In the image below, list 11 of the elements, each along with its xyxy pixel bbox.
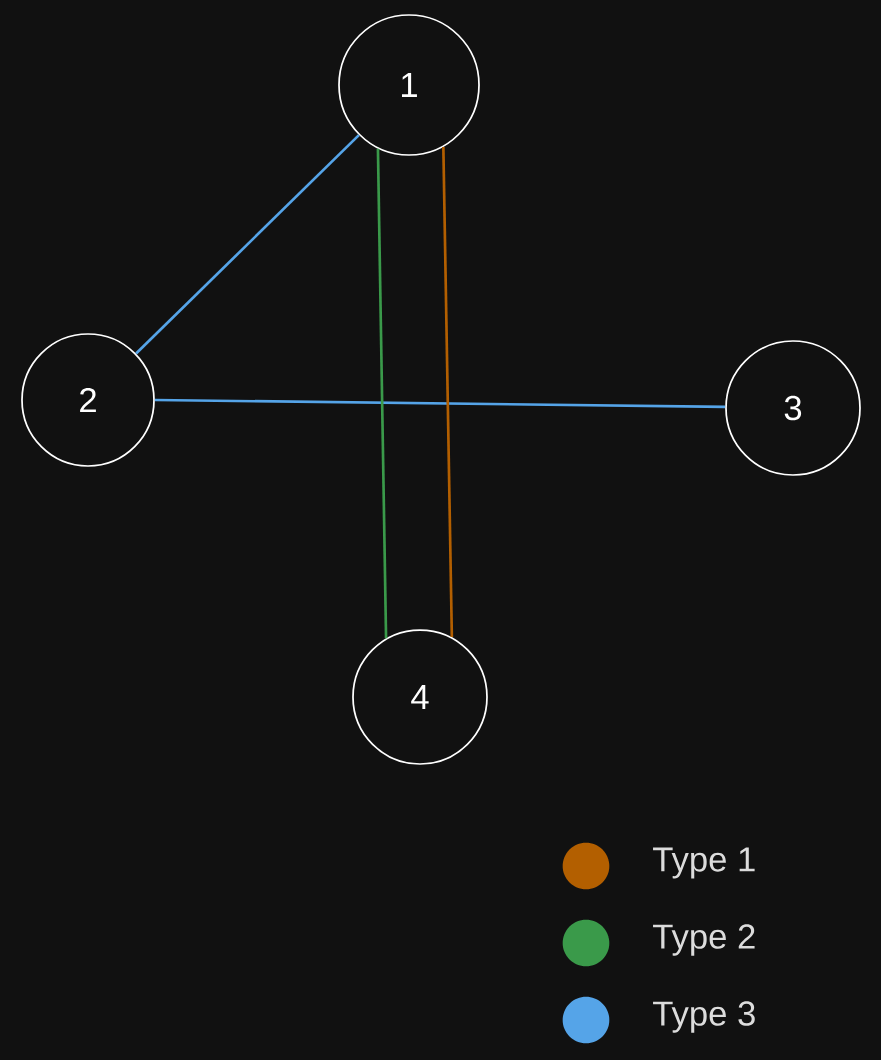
legend-label: Type 3 (653, 1001, 755, 1033)
connector-line (442, 146, 454, 638)
circle-node: 4 (352, 629, 488, 765)
circle-node: 3 (725, 340, 861, 476)
circle-node: 1 (338, 14, 480, 156)
connector-line (154, 398, 726, 409)
connector-line (376, 148, 388, 639)
legend-label: Type 1 (653, 847, 755, 879)
circle-node: 2 (21, 333, 155, 467)
legend-label: Type 2 (653, 924, 755, 956)
connector-line (135, 134, 360, 355)
